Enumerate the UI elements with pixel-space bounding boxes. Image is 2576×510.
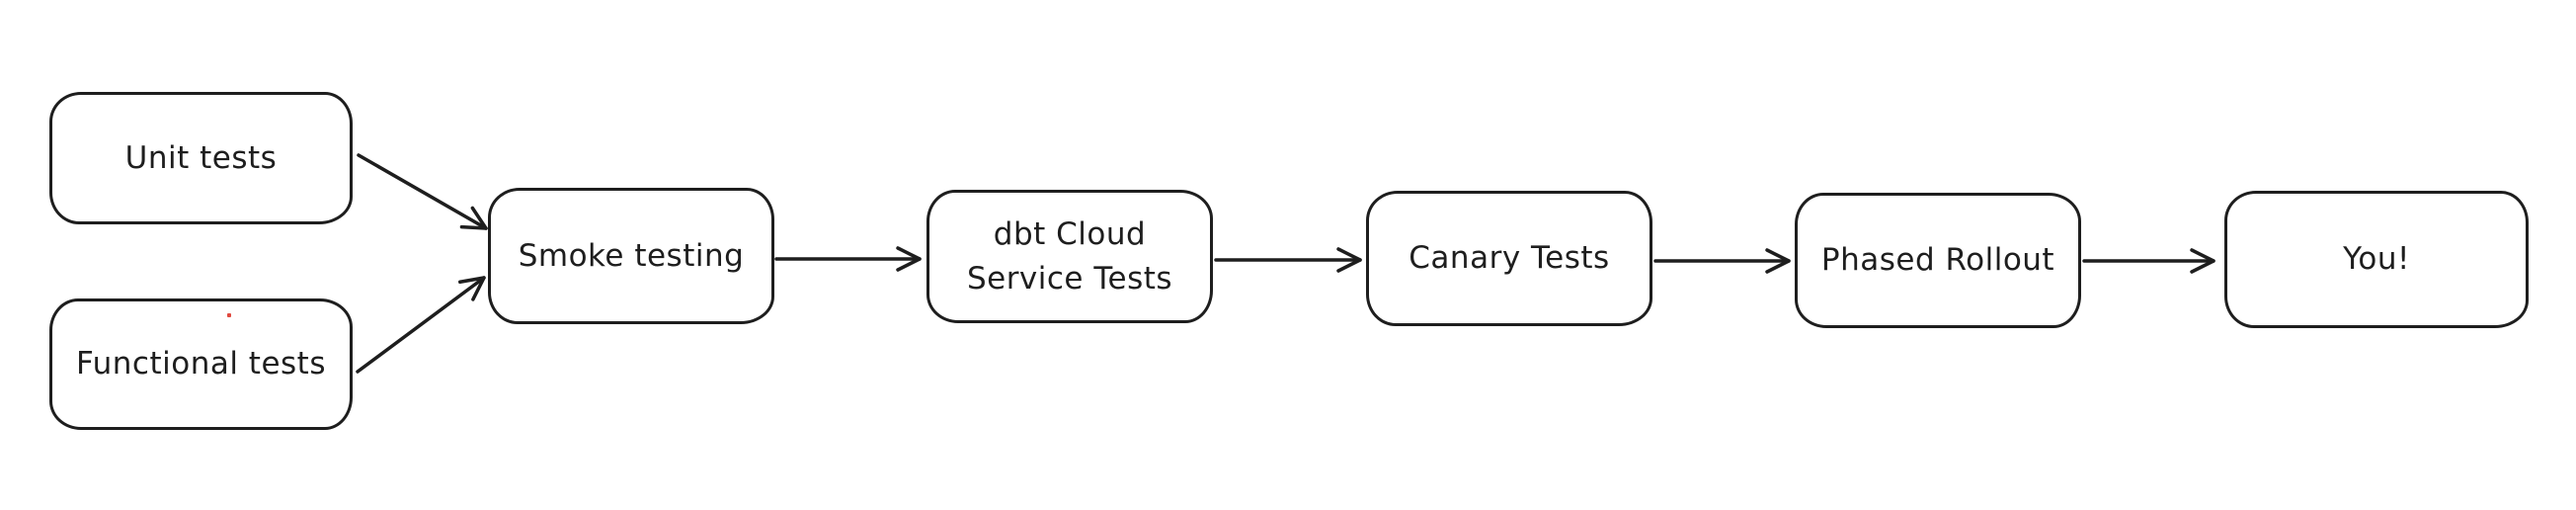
node-phased-rollout-label: Phased Rollout [1820, 242, 2055, 279]
node-canary-tests-label: Canary Tests [1409, 240, 1610, 277]
node-phased-rollout: Phased Rollout [1795, 193, 2081, 328]
node-you: You! [2224, 191, 2529, 328]
node-canary-tests: Canary Tests [1366, 191, 1652, 326]
node-functional-tests-label: Functional tests [75, 346, 326, 382]
node-smoke-testing-label: Smoke testing [518, 237, 745, 274]
node-dbt-cloud-service-tests-label: dbt Cloud Service Tests [966, 216, 1173, 297]
node-dbt-cloud-service-tests: dbt Cloud Service Tests [926, 190, 1213, 323]
node-functional-tests: Functional tests [49, 298, 353, 430]
node-unit-tests-label: Unit tests [124, 139, 278, 176]
edge-functional-tests-to-smoke-testing [356, 276, 486, 374]
edge-unit-tests-to-smoke-testing [357, 153, 488, 230]
node-unit-tests: Unit tests [49, 92, 353, 224]
node-you-label: You! [2343, 241, 2410, 278]
stray-red-dot [227, 313, 231, 317]
node-smoke-testing: Smoke testing [488, 188, 774, 324]
